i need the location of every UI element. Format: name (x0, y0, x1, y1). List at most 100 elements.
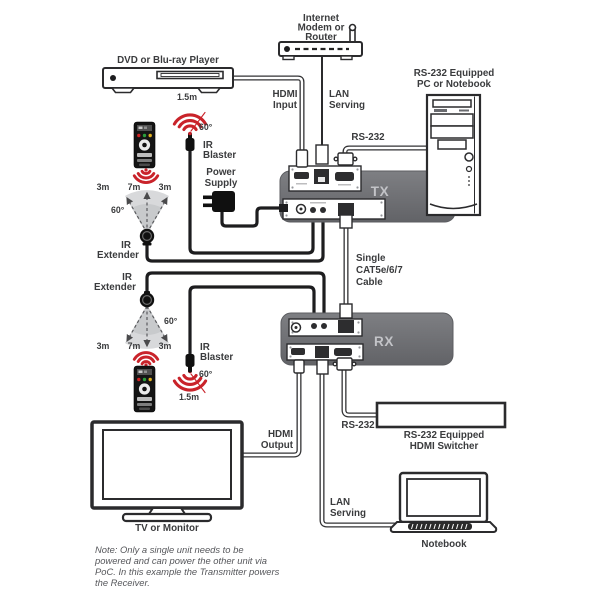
rj45-connector-rx (316, 359, 329, 375)
ir-extender-top-range-3: 3m (159, 182, 172, 192)
ir-extender-bottom-angle: 60° (164, 316, 178, 326)
ir-blaster-bottom-label-1: IR (200, 342, 210, 353)
ir-waves-blaster-top (172, 111, 208, 136)
rx-rs232-port (334, 348, 352, 356)
tx-hdmi-port (294, 172, 309, 179)
hdmi-connector-tx (295, 149, 309, 168)
ir-extender-top-range-2: 7m (128, 182, 141, 192)
rx-hdmi-port (291, 348, 305, 355)
ir-extender-bottom-range-1: 3m (97, 341, 110, 351)
note-line-3: PoC. In this example the Transmitter pow… (95, 566, 280, 577)
ir-blaster-top-range: 1.5m (177, 92, 197, 102)
labels-layer: DVD or Blu-ray Player Internet Modem or … (94, 13, 494, 550)
rx-lan-port (315, 346, 329, 358)
lan-serving-bottom-label-2: Serving (330, 508, 366, 519)
notebook (389, 471, 498, 533)
ir-extender-bottom-puck (139, 291, 155, 308)
rx-top-panel (288, 318, 363, 337)
power-supply-label-2: Supply (205, 178, 238, 189)
ir-blaster-bottom-angle: 60° (199, 369, 213, 379)
notebook-label: Notebook (421, 539, 467, 550)
ir-extender-top-wire (145, 213, 325, 263)
tx-power-plug (279, 204, 288, 212)
power-supply-label-1: Power (206, 167, 236, 178)
hdmi-switcher-label-1: RS-232 Equipped (404, 430, 485, 441)
ir-waves-remote-bottom (132, 351, 160, 367)
ir-blaster-bottom (185, 354, 195, 373)
ir-extender-bottom-range-2: 7m (128, 341, 141, 351)
tv-monitor (90, 420, 244, 523)
ir-fan-bottom (125, 305, 169, 349)
hdmi-connector-rx (293, 359, 305, 374)
transmitter-unit: TX (279, 165, 456, 223)
rx-dc-jack (290, 322, 302, 333)
tx-ir-jack-2 (320, 207, 326, 213)
modem-label-3: Router (305, 32, 337, 43)
tx-bottom-panel (282, 198, 386, 220)
tv-monitor-label: TV or Monitor (135, 523, 199, 534)
tx-label: TX (371, 184, 389, 199)
ir-blaster-top-label-1: IR (203, 140, 213, 151)
db9-connector-tx (337, 152, 354, 166)
receiver-unit: RX (280, 312, 454, 366)
ir-fan-top (125, 190, 169, 234)
hdmi-switcher (375, 401, 507, 429)
hdmi-switcher-label-2: HDMI Switcher (410, 441, 479, 452)
rj45-connector-cat-top (339, 214, 353, 229)
note-line-4: the Receiver. (95, 577, 150, 588)
ir-extender-bottom-range-3: 3m (159, 341, 172, 351)
hdmi-input-label-1: HDMI (272, 89, 297, 100)
rx-ir-jack-2 (321, 323, 327, 329)
rx-ir-jack-1 (311, 323, 317, 329)
ir-extender-bottom-label-2: Extender (94, 282, 136, 293)
rs232-bottom-cable (341, 366, 380, 418)
hdmi-input-cable (230, 75, 305, 156)
rs232-top-label: RS-232 (351, 132, 385, 143)
catx-label-2: CAT5e/6/7 (356, 265, 403, 276)
rs232-top-cable (342, 145, 430, 160)
power-wire (220, 206, 284, 228)
tx-top-panel (288, 165, 362, 192)
hdmi-output-cable (239, 368, 302, 458)
ir-extender-top-puck (139, 228, 155, 246)
rj45-connector-tx (315, 144, 329, 165)
ir-extender-top-range-1: 3m (97, 182, 110, 192)
modem-label-2: Modem or (298, 23, 345, 34)
note-line-2: powered and can power the other unit via (94, 555, 267, 566)
hdmi-output-label-1: HDMI (268, 429, 293, 440)
ir-blaster-top-angle: 60° (199, 122, 213, 132)
ir-blaster-bottom-wire (188, 285, 316, 356)
lan-serving-bottom-cable (319, 370, 397, 528)
ir-wave-groups (132, 111, 208, 394)
ir-extender-top-label-2: Extender (97, 250, 139, 261)
ir-extender-bottom-label-1: IR (122, 272, 132, 283)
ir-blaster-top-label-2: Blaster (203, 150, 236, 161)
lan-serving-top-label-2: Serving (329, 100, 365, 111)
ir-extender-top-label-1: IR (121, 240, 131, 251)
connector-plugs (293, 144, 358, 375)
ir-extender-bottom-wire (145, 271, 326, 325)
pc-tower-label-1: RS-232 Equipped (414, 68, 495, 79)
internet-modem-router (278, 23, 363, 61)
ir-blaster-bottom-label-2: Blaster (200, 352, 233, 363)
remote-control-top (133, 121, 156, 169)
pc-tower-label-2: PC or Notebook (417, 79, 492, 90)
catx-label-3: Cable (356, 277, 383, 288)
catx-label-1: Single (356, 253, 386, 264)
rx-cat-port (338, 320, 354, 333)
cables-layer (145, 56, 430, 528)
tx-rs232-port (335, 172, 354, 181)
tx-dc-jack (295, 203, 307, 215)
hdmi-output-label-2: Output (261, 440, 294, 451)
ir-extender-top-angle: 60° (111, 205, 125, 215)
db9-connector-rx (336, 357, 353, 371)
lan-serving-bottom-label-1: LAN (330, 497, 350, 508)
tx-ir-jack-1 (310, 207, 316, 213)
ir-waves-remote-top (132, 168, 160, 185)
note-line-1: Note: Only a single unit needs to be (95, 544, 244, 555)
rs232-bottom-label: RS-232 (341, 420, 375, 431)
pc-tower (425, 93, 482, 217)
modem-label-1: Internet (303, 13, 340, 24)
